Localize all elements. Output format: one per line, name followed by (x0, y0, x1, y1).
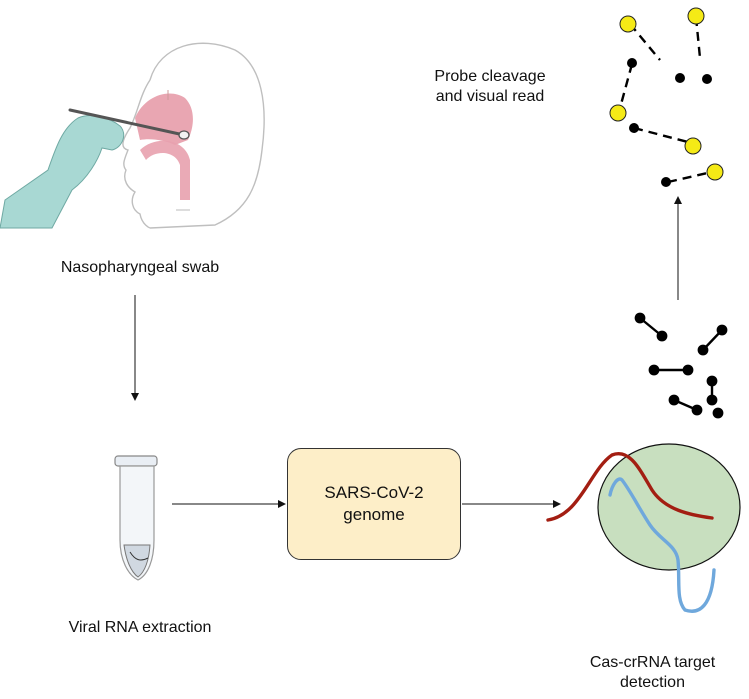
glove (0, 115, 125, 229)
fluorophore (684, 137, 702, 155)
genome-label-line1: SARS-CoV-2 (324, 483, 424, 502)
viral-rna-extraction-label: Viral RNA extraction (68, 619, 212, 636)
swab-stick (68, 108, 186, 137)
cas-crrna-complex (546, 443, 741, 613)
microcentrifuge-tube (114, 455, 158, 581)
probe-label-line1: Probe cleavage (434, 68, 546, 85)
target-label-line1: Cas-crRNA target (589, 654, 716, 671)
nasal-cavity (135, 93, 193, 145)
target-label-line2: detection (620, 674, 685, 691)
nasopharyngeal-swab-illustration (0, 42, 265, 229)
nasopharyngeal-swab-label: Nasopharyngeal swab (60, 259, 220, 276)
cas-crrna-target-detection-label: Cas-crRNA target detection (555, 653, 749, 693)
fluorophore (609, 104, 627, 122)
target-rna-strand (608, 477, 716, 613)
head-outline (122, 42, 265, 229)
crRNA-strand (546, 452, 714, 522)
intact-probes (634, 312, 728, 419)
fluorophore (706, 163, 724, 181)
sars-cov-2-genome-box: SARS-CoV-2 genome (287, 448, 461, 560)
throat (140, 140, 190, 200)
probe-cleavage-label: Probe cleavage and visual read (395, 67, 585, 107)
fluorophore (619, 15, 637, 33)
cleaved-probes (609, 7, 724, 187)
probe-label-line2: and visual read (435, 88, 545, 105)
fluorophore (687, 7, 705, 25)
swab-tip (178, 130, 190, 140)
genome-label-line2: genome (343, 505, 405, 524)
